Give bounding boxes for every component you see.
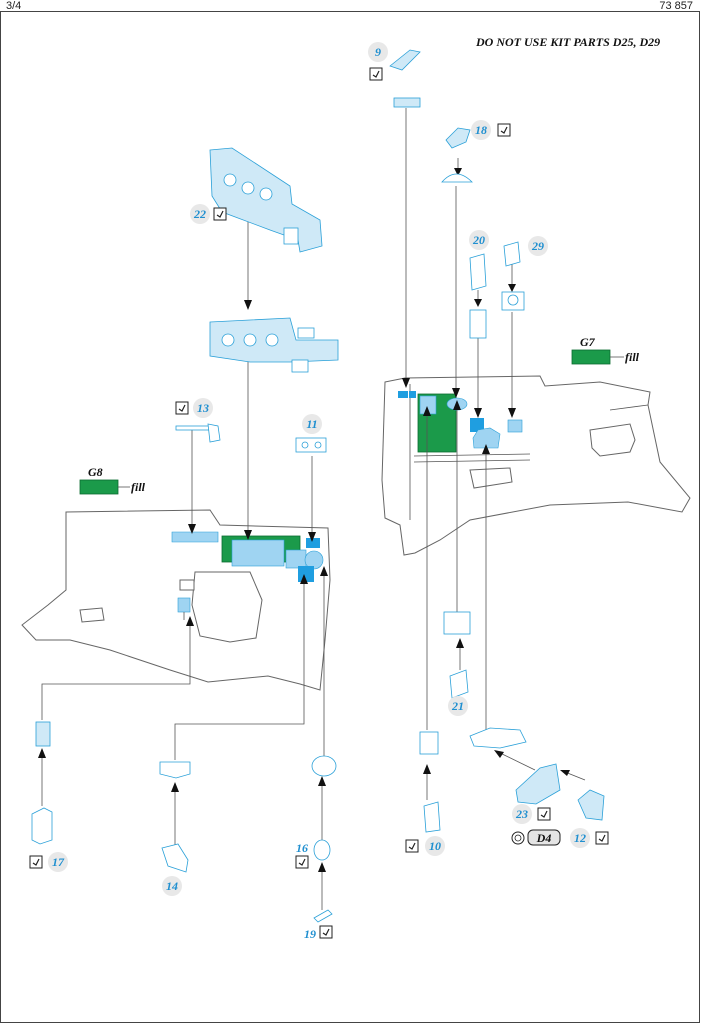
- part-22-drawing: [209, 147, 339, 373]
- svg-text:29: 29: [531, 239, 544, 253]
- svg-text:20: 20: [472, 233, 485, 247]
- part-18-drawing: [441, 127, 473, 183]
- svg-text:9: 9: [375, 45, 381, 59]
- svg-text:19: 19: [304, 927, 316, 941]
- svg-text:G7: G7: [580, 335, 596, 349]
- callout-19: 19: [304, 925, 333, 941]
- callout-29: 29: [528, 236, 548, 256]
- part-17-drawing: [31, 721, 53, 845]
- part-19-drawing: [313, 909, 333, 923]
- callout-16: 16: [295, 841, 309, 869]
- svg-text:22: 22: [193, 207, 206, 221]
- callout-11: 11: [302, 414, 322, 434]
- callout-13: 13: [175, 398, 213, 418]
- part-13-drawing: [175, 423, 221, 443]
- part-9-drawing: [389, 49, 421, 108]
- callout-22: 22: [190, 204, 227, 224]
- callout-17: 17: [29, 852, 68, 872]
- callout-10: 10: [405, 836, 445, 856]
- part-10-drawing: [419, 731, 441, 833]
- document-code: 73 857: [659, 0, 693, 12]
- part-12-drawing: [577, 789, 605, 821]
- part-21-drawing: [443, 611, 471, 699]
- g8-swatch: [79, 479, 119, 495]
- svg-text:G8: G8: [88, 465, 103, 479]
- kit-part-d4: D4: [511, 829, 561, 846]
- svg-text:fill: fill: [131, 480, 146, 494]
- part-29-drawing: [501, 241, 525, 311]
- callout-18: 18: [471, 120, 511, 140]
- svg-text:23: 23: [515, 807, 528, 821]
- part-16-drawing: [311, 755, 337, 861]
- callout-12: 12: [570, 828, 609, 848]
- page-number: 3/4: [6, 0, 22, 12]
- callout-23: 23: [512, 804, 551, 824]
- callout-20: 20: [469, 230, 489, 250]
- svg-text:21: 21: [451, 699, 464, 713]
- callout-21: 21: [448, 696, 468, 716]
- color-legend-g8: G8 fill: [79, 465, 146, 495]
- kit-part-d4-label: D4: [536, 831, 552, 845]
- callout-14: 14: [162, 876, 182, 896]
- part-14-drawing: [159, 761, 191, 873]
- svg-text:17: 17: [52, 855, 65, 869]
- callout-9: 9: [368, 42, 388, 81]
- g7-swatch: [571, 349, 611, 365]
- page-frame: [0, 11, 700, 1023]
- svg-text:fill: fill: [625, 350, 640, 364]
- connector-lines: [38, 108, 586, 910]
- warning-text: DO NOT USE KIT PARTS D25, D29: [475, 35, 660, 49]
- svg-text:16: 16: [296, 841, 308, 855]
- svg-text:11: 11: [306, 417, 317, 431]
- part-20-drawing: [469, 253, 487, 339]
- svg-text:14: 14: [166, 879, 178, 893]
- part-11-drawing: [295, 437, 327, 453]
- part-23-drawing: [469, 727, 561, 805]
- color-legend-g7: G7 fill: [571, 335, 640, 365]
- right-console: [381, 375, 691, 556]
- svg-text:18: 18: [475, 123, 487, 137]
- svg-text:12: 12: [574, 831, 586, 845]
- svg-text:10: 10: [429, 839, 441, 853]
- svg-text:13: 13: [197, 401, 209, 415]
- left-console: [21, 509, 331, 691]
